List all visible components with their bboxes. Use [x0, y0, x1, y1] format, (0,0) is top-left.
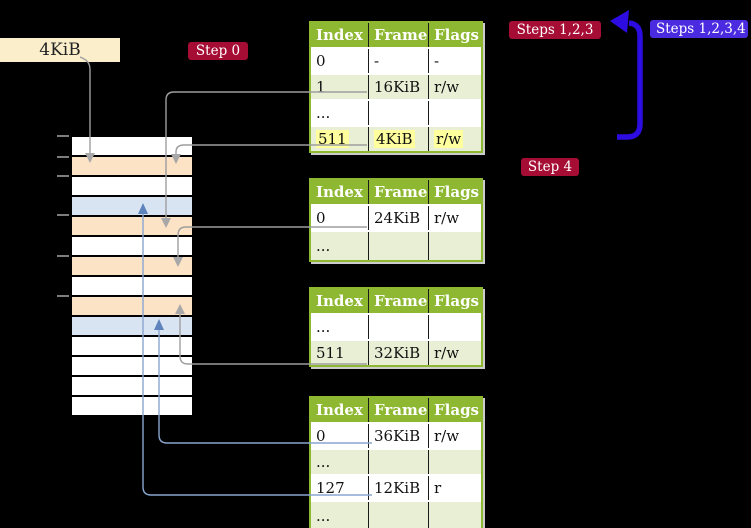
frame-size-label: 4KiB — [0, 38, 120, 62]
col-header-frame: Frame — [368, 23, 428, 47]
memory-frame-row — [72, 337, 192, 357]
col-header-flags: Flags — [428, 398, 481, 422]
step0-label: Step 0 — [188, 42, 248, 60]
table-header: Index Frame Flags — [311, 289, 481, 313]
col-header-flags: Flags — [428, 23, 481, 47]
table-header: Index Frame Flags — [311, 23, 481, 47]
table-row: 0 36KiB r/w — [311, 422, 481, 448]
memory-address-tick — [57, 175, 69, 177]
col-header-flags: Flags — [428, 289, 481, 313]
memory-frame-row — [72, 257, 192, 277]
table-row: ... — [311, 448, 481, 474]
memory-frame-row — [72, 197, 192, 217]
memory-address-tick — [57, 156, 69, 158]
col-header-frame: Frame — [368, 180, 428, 204]
col-header-frame: Frame — [368, 289, 428, 313]
table-row: ... — [311, 99, 481, 125]
memory-frame-row — [72, 217, 192, 237]
memory-address-tick — [57, 255, 69, 257]
page-table-3: Index Frame Flags ... 511 32KiB r/w — [309, 287, 483, 367]
table-row: 0 - - — [311, 47, 481, 73]
memory-frame-row — [72, 177, 192, 197]
physical-memory-strip — [70, 135, 194, 417]
page-table-2: Index Frame Flags 0 24KiB r/w ... — [309, 178, 483, 262]
table-row-highlighted: 511 4KiB r/w — [311, 125, 481, 151]
table-row: 0 24KiB r/w — [311, 204, 481, 230]
col-header-index: Index — [316, 26, 363, 44]
blue-loop-arrow — [610, 10, 643, 140]
page-table-4: Index Frame Flags 0 36KiB r/w ... 127 12… — [309, 396, 483, 528]
memory-frame-row — [72, 397, 192, 415]
col-header-index: Index — [316, 292, 363, 310]
col-header-index: Index — [316, 183, 363, 201]
col-header-flags: Flags — [428, 180, 481, 204]
memory-frame-row — [72, 277, 192, 297]
table-row: 511 32KiB r/w — [311, 339, 481, 365]
memory-frame-row — [72, 237, 192, 257]
table-header: Index Frame Flags — [311, 180, 481, 204]
steps-1234-label: Steps 1,2,3,4 — [650, 20, 748, 38]
step4-label: Step 4 — [521, 158, 579, 176]
memory-address-tick — [57, 295, 69, 297]
memory-address-tick — [57, 135, 69, 137]
table-row: ... — [311, 313, 481, 339]
memory-frame-row — [72, 317, 192, 337]
table-row: ... — [311, 230, 481, 260]
steps-123-label: Steps 1,2,3 — [509, 21, 601, 39]
page-table-1: Index Frame Flags 0 - - 1 16KiB r/w ... … — [309, 21, 483, 153]
table-header: Index Frame Flags — [311, 398, 481, 422]
memory-address-tick — [57, 214, 69, 216]
memory-frame-row — [72, 377, 192, 397]
table-row: ... — [311, 500, 481, 528]
col-header-frame: Frame — [368, 398, 428, 422]
memory-frame-row — [72, 157, 192, 177]
table-row: 1 16KiB r/w — [311, 73, 481, 99]
memory-frame-row — [72, 357, 192, 377]
memory-frame-row — [72, 297, 192, 317]
col-header-index: Index — [316, 401, 363, 419]
table-row: 127 12KiB r — [311, 474, 481, 500]
memory-frame-row — [72, 137, 192, 157]
